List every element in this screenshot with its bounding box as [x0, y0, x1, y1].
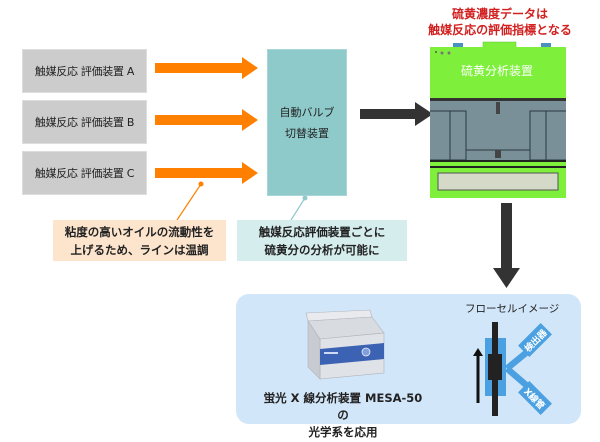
- mesa-caption-line2: 光学系を応用: [308, 425, 378, 439]
- source-box-c: 触媒反応 評価装置 C: [22, 151, 147, 195]
- mesa-50-instrument-image: [305, 309, 385, 380]
- mesa-caption-line1: 蛍光 X 線分析装置 MESA-50 の: [263, 391, 423, 422]
- switching-note: 触媒反応評価装置ごとに 硫黄分の分析が可能に: [237, 220, 407, 261]
- orange-arrows: [155, 57, 258, 184]
- switching-note-line1: 触媒反応評価装置ごとに: [258, 224, 386, 239]
- temperature-note-line1: 粘度の高いオイルの流動性を: [64, 224, 215, 239]
- orange-arrow-a: [155, 57, 258, 79]
- mesa-caption: 蛍光 X 線分析装置 MESA-50 の 光学系を応用: [258, 390, 428, 441]
- analyzer-caption-line2: 触媒反応の評価指標となる: [428, 23, 572, 37]
- analyzer-caption: 硫黄濃度データは 触媒反応の評価指標となる: [405, 6, 595, 38]
- temperature-note-line2: 上げるため、ラインは温調: [70, 242, 209, 257]
- flow-direction-arrow: [473, 348, 483, 403]
- source-label-a: 触媒反応 評価装置 A: [34, 65, 135, 78]
- source-box-b: 触媒反応 評価装置 B: [22, 100, 147, 144]
- source-label-b: 触媒反応 評価装置 B: [34, 116, 135, 129]
- analyzer-label: 硫黄分析装置: [460, 64, 533, 78]
- flowcell-title: フローセルイメージ: [465, 303, 560, 315]
- dark-arrow-right: [360, 102, 433, 126]
- valve-label-line1: 自動バルブ: [279, 105, 335, 119]
- flowcell-diagram: 検出器 X線管: [473, 322, 552, 416]
- sulfur-analyzer-device: [430, 41, 566, 198]
- temperature-note: 粘度の高いオイルの流動性を 上げるため、ラインは温調: [53, 220, 226, 261]
- source-box-a: 触媒反応 評価装置 A: [22, 49, 147, 93]
- orange-arrow-c: [155, 162, 258, 184]
- analyzer-caption-line1: 硫黄濃度データは: [451, 7, 548, 21]
- valve-switch-box: 自動バルブ 切替装置: [267, 49, 347, 196]
- switching-note-line2: 硫黄分の分析が可能に: [264, 242, 380, 257]
- xray-connector: [505, 366, 531, 390]
- dark-arrow-down: [493, 203, 520, 288]
- detector-connector: [505, 348, 531, 371]
- source-label-c: 触媒反応 評価装置 C: [34, 167, 135, 180]
- orange-arrow-b: [155, 109, 258, 131]
- valve-label-line2: 切替装置: [285, 126, 329, 140]
- flowcell-body: [488, 354, 502, 380]
